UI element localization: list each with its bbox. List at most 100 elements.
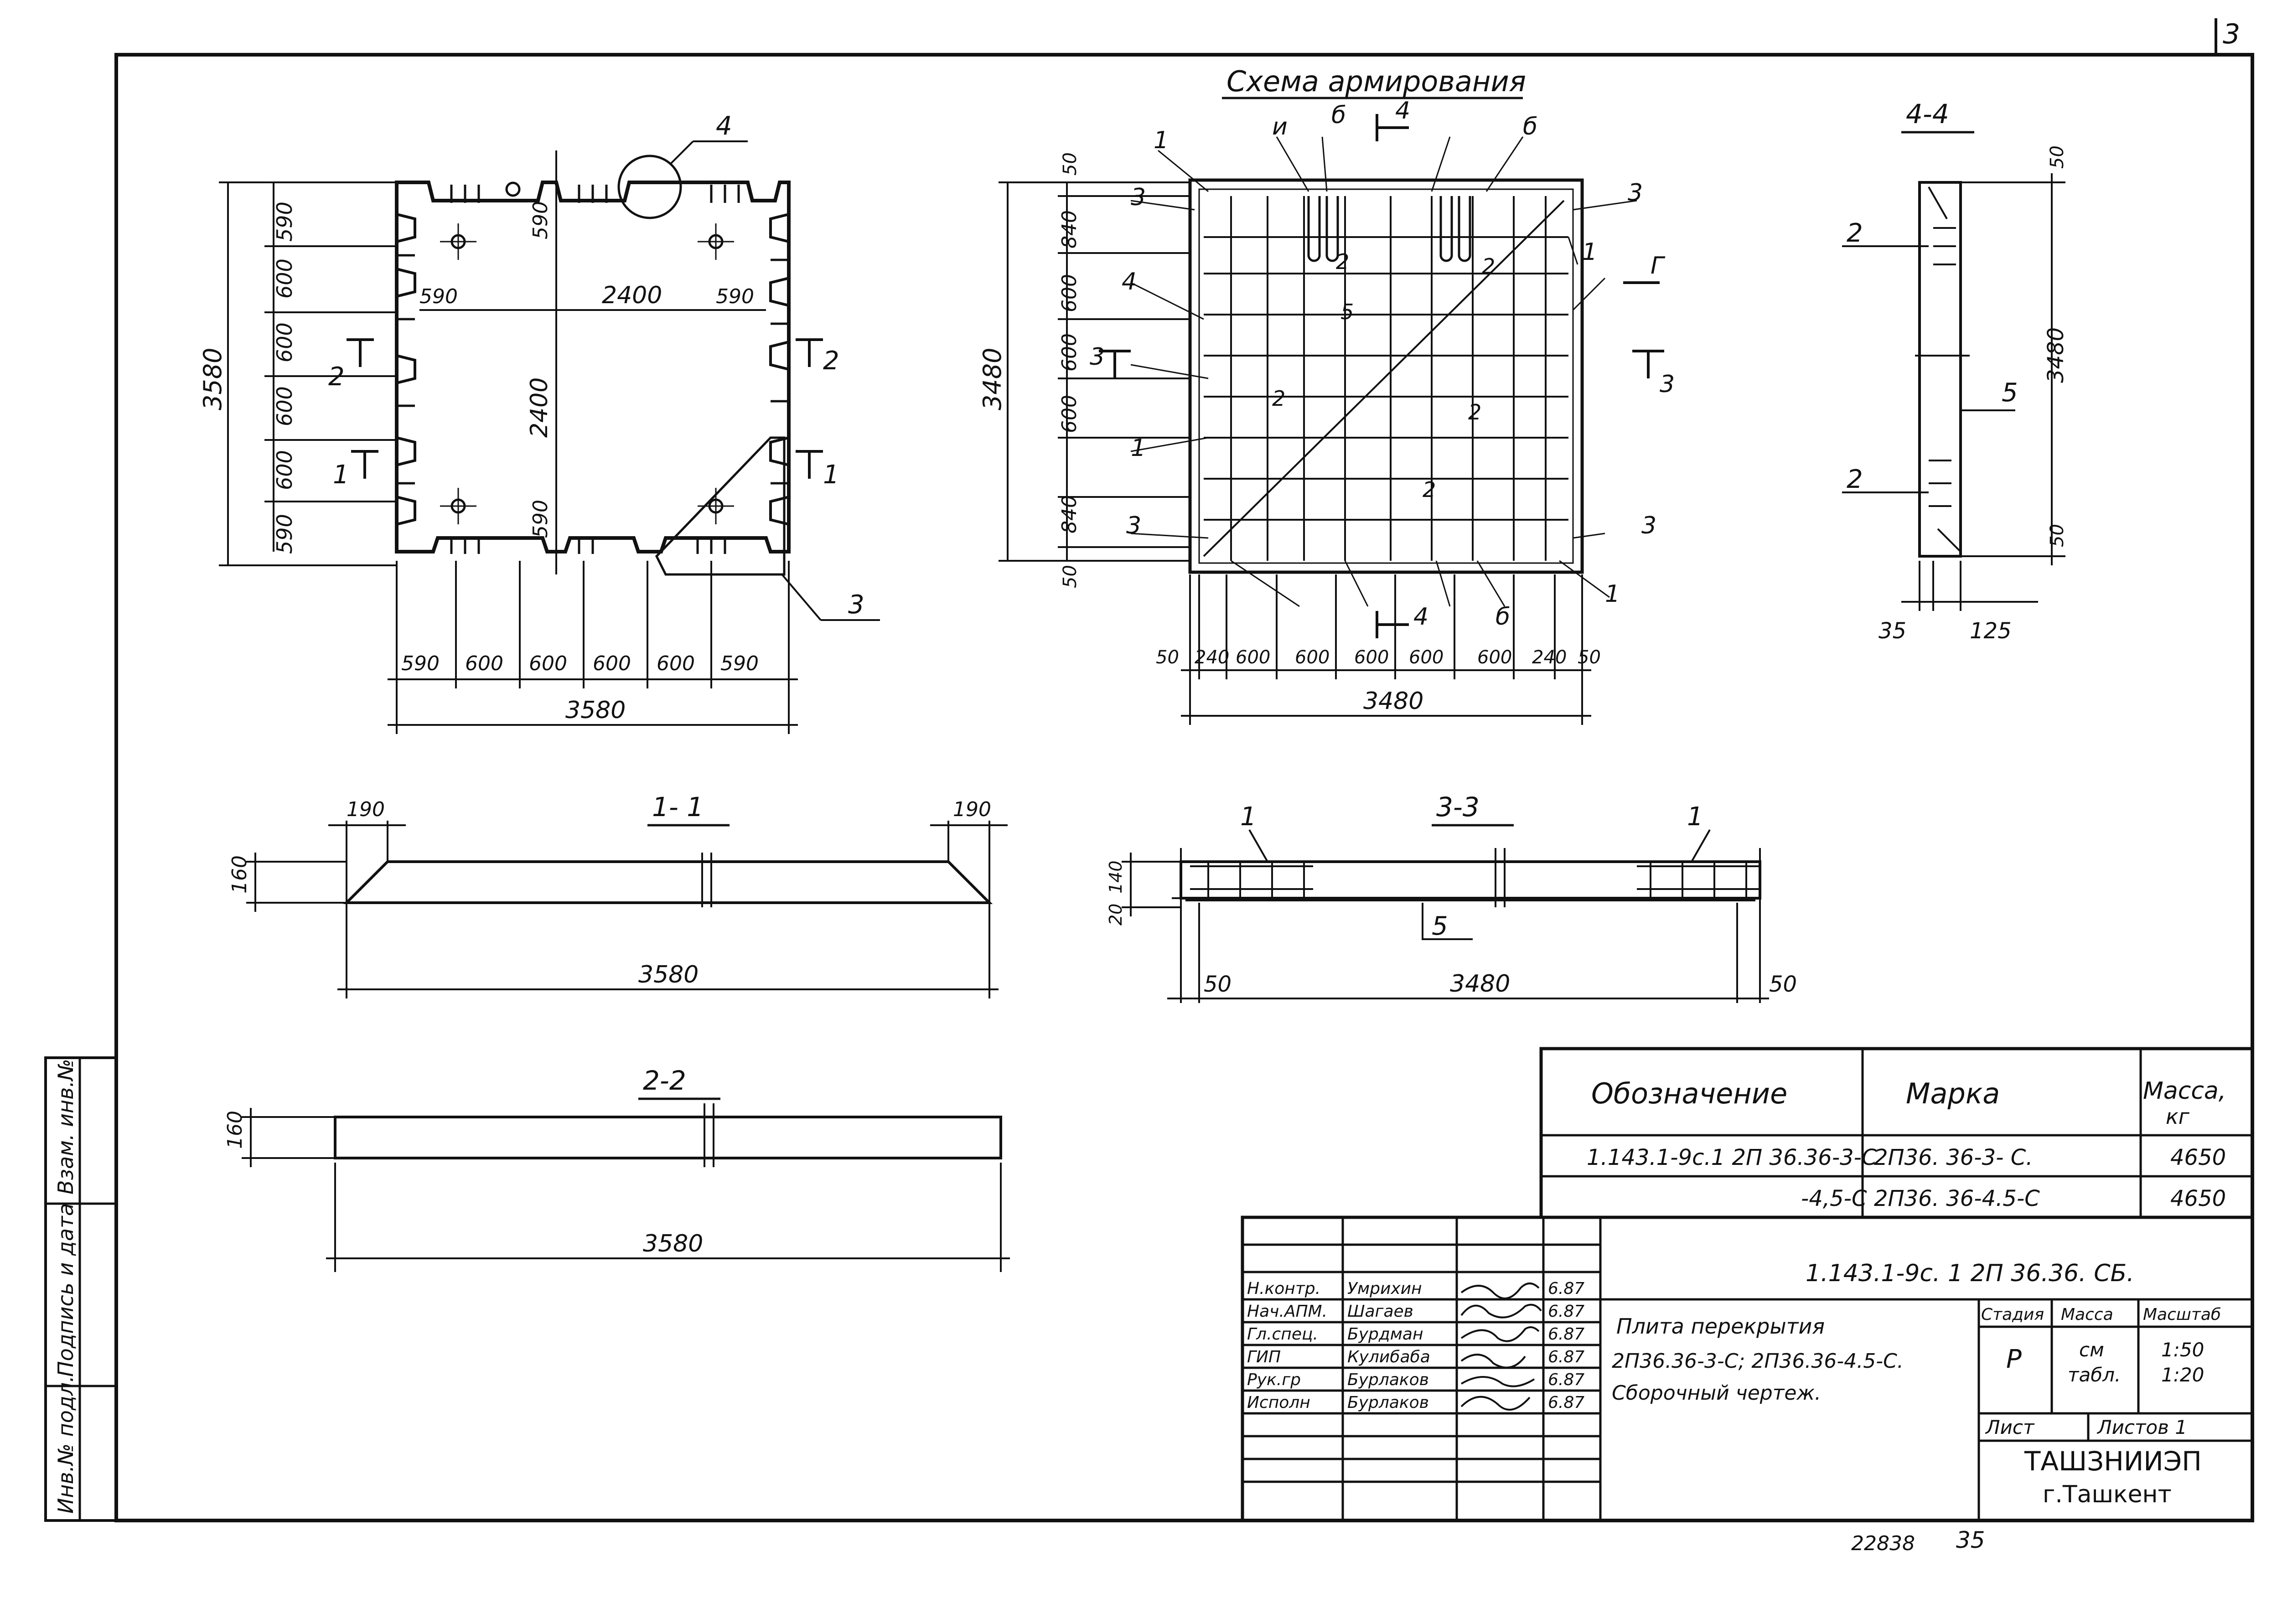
label-b-top-1: б [1331, 102, 1346, 129]
title-mass-header: Масса [2061, 1305, 2113, 1324]
footer-code: 22838 [1851, 1532, 1915, 1555]
title-stage-header: Стадия [1981, 1305, 2044, 1324]
label-3-left-1: 3 [1131, 184, 1146, 211]
label-3-right-1: 3 [1628, 179, 1643, 207]
name-1: Умрихин [1347, 1279, 1422, 1298]
label-3-right-2: 3 [1641, 512, 1656, 539]
title-scale-header: Масштаб [2143, 1305, 2221, 1324]
label-2-c: 2 [1468, 400, 1481, 424]
dim-mid-bottom-5: 600 [1354, 647, 1389, 668]
label-i: и [1272, 113, 1288, 140]
date-3: 6.87 [1548, 1325, 1584, 1344]
dim-mid-bottom-1: 50 [1156, 647, 1179, 668]
spec-row1-designation: 1.143.1-9с.1 2П 36.36-3-С [1587, 1145, 1877, 1170]
spec-row2-mark: 2П36. 36-4.5-С [1874, 1186, 2040, 1211]
section-3-3-label-1-left: 1 [1240, 802, 1257, 832]
callout-outline-3 [655, 436, 786, 576]
title-org-2: г.Ташкент [2043, 1481, 2172, 1508]
title-sheet-label: Лист [1985, 1416, 2035, 1438]
section-3-3-label-5: 5 [1432, 911, 1448, 941]
dim-left-6: 590 [272, 514, 297, 554]
label-2-e: 2 [1482, 254, 1495, 279]
section-mark-2-left: 2 [328, 362, 345, 392]
spec-header-designation: Обозначение [1591, 1077, 1787, 1110]
dim-mid-left-2: 840 [1058, 210, 1081, 248]
role-4: ГИП [1247, 1348, 1281, 1366]
dim-left-overall: 3580 [198, 348, 227, 410]
title-org-1: ТАШЗНИИЭП [2024, 1446, 2202, 1477]
callout-label-4: 4 [716, 111, 732, 141]
section-3-3-dim-h2: 20 [1106, 904, 1126, 926]
dim-bottom-5: 600 [657, 652, 695, 675]
date-5: 6.87 [1548, 1371, 1584, 1389]
dim-mid-bottom-overall: 3480 [1363, 688, 1423, 715]
section-4-4-dim-w2: 125 [1970, 618, 2012, 644]
section-1-1-dim-right: 190 [953, 798, 991, 821]
side-stamp: Инв.№ подл. Подпись и дата Взам. инв.№ [44, 1056, 118, 1522]
label-2-b: 2 [1272, 386, 1285, 411]
label-1-top-left: 1 [1154, 127, 1169, 154]
dim-left-1: 590 [272, 202, 297, 242]
date-2: 6.87 [1548, 1302, 1584, 1321]
section-3-3-dim-h1: 140 [1106, 860, 1126, 894]
dim-left-3: 600 [272, 322, 297, 362]
section-2-2-dim-length: 3580 [643, 1230, 703, 1257]
date-4: 6.87 [1548, 1348, 1584, 1366]
dim-left-5: 600 [272, 450, 297, 490]
label-2-d: 2 [1423, 477, 1436, 502]
label-3-section-right: 3 [1660, 371, 1675, 398]
dim-mid-bottom-2: 240 [1195, 647, 1229, 668]
dim-mid-left-4: 600 [1058, 333, 1081, 372]
title-description-3: Сборочный чертеж. [1612, 1381, 1821, 1405]
name-6: Бурлаков [1347, 1393, 1429, 1412]
side-stamp-replace: Взам. инв.№ [53, 1059, 78, 1195]
side-stamp-sign: Подпись и дата [53, 1203, 78, 1377]
label-4-bottom: 4 [1413, 603, 1428, 631]
side-stamp-inv: Инв.№ подл. [53, 1376, 78, 1514]
footer-number: 35 [1956, 1527, 1985, 1553]
spec-row1-mark: 2П36. 36-3- С. [1874, 1145, 2033, 1170]
name-2: Шагаев [1347, 1302, 1413, 1321]
dim-mid-bottom-4: 600 [1295, 647, 1330, 668]
dim-mid-bottom-7: 600 [1477, 647, 1512, 668]
spec-table: Обозначение Марка Масса, кг 1.143.1-9с.1… [1539, 1047, 2254, 1219]
dim-inner-side-top: 590 [529, 201, 552, 239]
section-mark-1-right: 1 [823, 460, 839, 490]
label-2-a: 2 [1336, 249, 1349, 274]
section-2-2-dim-height: 160 [223, 1111, 247, 1149]
spec-header-mark: Марка [1906, 1077, 2000, 1110]
dim-mid-left-6: 840 [1058, 495, 1081, 533]
dim-bottom-overall: 3580 [565, 697, 626, 724]
label-1-right: 1 [1582, 238, 1597, 266]
section-4-4: 4-4 2 2 5 50 3480 50 35 125 [1842, 98, 2069, 644]
dim-mid-left-5: 600 [1058, 395, 1081, 433]
spec-header-mass: Масса, [2143, 1077, 2226, 1105]
role-2: Нач.АПМ. [1247, 1302, 1327, 1321]
role-6: Исполн [1247, 1393, 1310, 1412]
plan-left: 4 3 3580 590 600 600 600 600 590 2400 24… [198, 111, 880, 734]
section-1-1-dim-length: 3580 [638, 961, 699, 988]
section-4-4-dim-w1: 35 [1879, 618, 1906, 644]
section-4-4-label-2-top: 2 [1847, 218, 1863, 248]
label-1-bottom-right: 1 [1605, 580, 1620, 608]
section-4-4-title: 4-4 [1906, 98, 1949, 129]
section-3-3-dim-right: 50 [1769, 972, 1797, 997]
name-3: Бурдман [1347, 1325, 1423, 1344]
role-1: Н.контр. [1247, 1279, 1320, 1298]
label-3-left-2: 3 [1126, 512, 1141, 539]
section-4-4-dim-mid: 3480 [2043, 327, 2069, 383]
date-6: 6.87 [1548, 1393, 1584, 1412]
dim-bottom-4: 600 [593, 652, 631, 675]
section-1-1-dim-left: 190 [347, 798, 385, 821]
title-stage: Р [2006, 1345, 2022, 1374]
section-4-4-label-2-bottom: 2 [1847, 465, 1863, 494]
dim-mid-bottom-9: 50 [1578, 647, 1601, 668]
dim-mid-left-3: 600 [1058, 274, 1081, 312]
dim-mid-bottom-3: 600 [1236, 647, 1270, 668]
section-3-3: 3-3 1 1 5 140 20 50 3480 50 [1106, 791, 1797, 1003]
dim-inner-width: 2400 [602, 282, 662, 309]
label-g: Г [1651, 252, 1666, 279]
title-sheets-label: Листов 1 [2096, 1416, 2187, 1438]
title-doc-code: 1.143.1-9с. 1 2П 36.36. СБ. [1806, 1260, 2134, 1287]
